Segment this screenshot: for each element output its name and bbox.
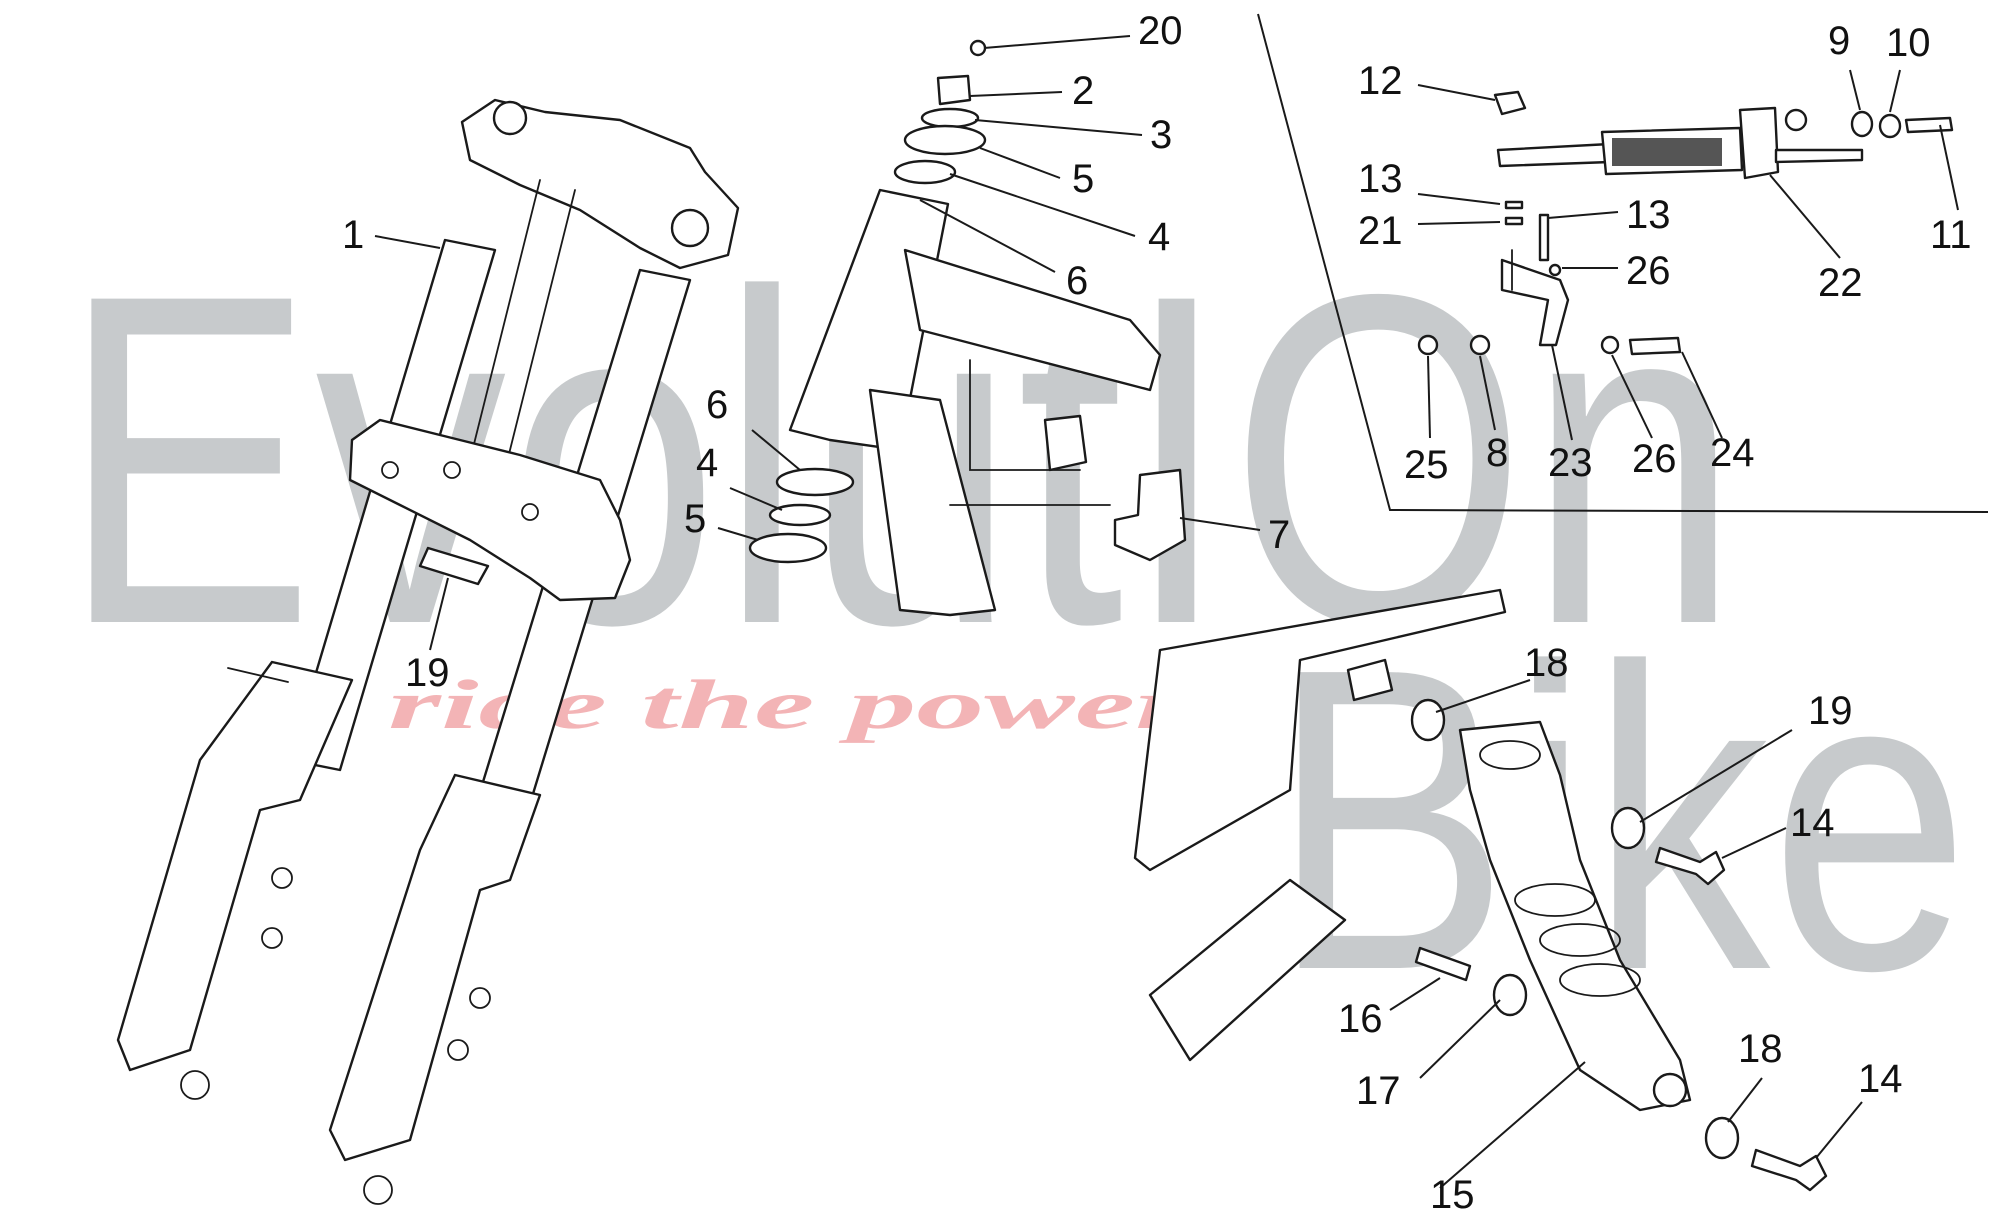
callout-24: 24: [1710, 431, 1755, 475]
washer-9: [1850, 110, 1874, 138]
callout-20: 20: [1138, 9, 1183, 53]
callout-6-bottom: 6: [706, 383, 728, 427]
bolt-14-top: [1654, 846, 1726, 886]
shock-absorber: [1458, 720, 1692, 1112]
spacer-8: [1469, 334, 1491, 356]
steering-nut: [936, 74, 972, 106]
rubber-pad: [418, 546, 490, 586]
callout-13-left: 13: [1358, 157, 1403, 201]
callout-17: 17: [1356, 1069, 1401, 1113]
leader-lines: [374, 35, 1959, 1189]
seal-5-bottom: [748, 532, 828, 564]
bolt-24: [1628, 336, 1682, 356]
screw-20: [969, 39, 987, 57]
callout-5-top: 5: [1072, 157, 1094, 201]
fork-tube-left: [288, 238, 497, 772]
callout-15: 15: [1430, 1173, 1475, 1217]
stud-16: [1414, 946, 1472, 982]
fork-slider-left: [116, 660, 354, 1072]
washer-18-top: [1410, 698, 1446, 742]
callout-22: 22: [1818, 261, 1863, 305]
washer-18-bottom: [1704, 1116, 1740, 1160]
screw-13: [1538, 213, 1550, 262]
callout-4-bottom: 4: [696, 441, 718, 485]
callout-19-fork: 19: [405, 651, 450, 695]
callout-10: 10: [1886, 21, 1931, 65]
callout-8: 8: [1486, 431, 1508, 475]
callout-26-top: 26: [1626, 249, 1671, 293]
pin-13: [1504, 200, 1524, 210]
upper-clamp-cap-right: [670, 208, 710, 248]
callout-6-top: 6: [1066, 259, 1088, 303]
upper-clamp-cap-left: [492, 100, 528, 136]
callout-2: 2: [1072, 69, 1094, 113]
bearing-6-bottom: [775, 467, 855, 497]
damper-bracket-23: [1500, 258, 1570, 347]
callout-5-bottom: 5: [684, 497, 706, 541]
bearing-4-top: [893, 159, 957, 185]
damper-clamp: [1738, 106, 1780, 180]
callout-3: 3: [1150, 113, 1172, 157]
washer-26-top: [1548, 263, 1562, 277]
shock-lower-eye: [1652, 1072, 1688, 1108]
callout-26-bottom: 26: [1632, 437, 1677, 481]
callout-4-top: 4: [1148, 215, 1170, 259]
callout-labels: 1 20 2 3 5 4 6 6 4 5 7 19 12 9 10 11 22 …: [342, 9, 1972, 1217]
callout-14-bottom: 14: [1858, 1057, 1903, 1101]
callout-12: 12: [1358, 59, 1403, 103]
damper-nut-12: [1493, 90, 1527, 116]
callout-16: 16: [1338, 997, 1383, 1041]
front-fork-assembly: [116, 98, 740, 1205]
bolt-11: [1904, 116, 1954, 134]
upper-triple-clamp: [460, 98, 740, 270]
swingarm: [1148, 878, 1347, 1062]
damper-rod: [1496, 142, 1612, 168]
washer-3: [920, 107, 980, 129]
callout-1: 1: [342, 213, 364, 257]
callout-9: 9: [1828, 19, 1850, 63]
callout-18-bottom: 18: [1738, 1027, 1783, 1071]
callout-7: 7: [1268, 513, 1290, 557]
callout-18-top: 18: [1524, 641, 1569, 685]
pin-21: [1504, 216, 1524, 226]
frame-down-tube: [868, 388, 997, 617]
rear-frame-member: [1133, 588, 1507, 872]
callout-25: 25: [1404, 443, 1449, 487]
damper-eye: [1784, 108, 1808, 132]
washer-26-bottom: [1600, 335, 1620, 355]
rear-shock-assembly: [1133, 588, 1828, 1192]
frame-top-tube: [903, 248, 1162, 392]
washer-19: [1610, 806, 1646, 850]
pivot-pin: [1346, 658, 1394, 702]
steering-damper-assembly: [1417, 90, 1954, 356]
fork-slider-right: [328, 773, 542, 1162]
callout-21: 21: [1358, 209, 1403, 253]
callout-23: 23: [1548, 441, 1593, 485]
lower-triple-clamp: [348, 418, 632, 602]
callout-14-top: 14: [1790, 801, 1835, 845]
frame-bracket: [1043, 414, 1088, 472]
damper-end-rod: [1774, 148, 1864, 164]
steering-stop-bracket: [1113, 468, 1187, 562]
nut-25: [1417, 334, 1439, 356]
washer-10: [1878, 113, 1902, 139]
callout-13-right: 13: [1626, 193, 1671, 237]
callout-11: 11: [1930, 213, 1972, 257]
bearing-4-bottom: [768, 503, 832, 527]
seal-5-top: [903, 124, 987, 156]
frame-headstock: [748, 39, 1187, 617]
washer-17: [1492, 973, 1528, 1017]
damper-body-knurl: [1612, 138, 1722, 166]
callout-19-shock: 19: [1808, 689, 1853, 733]
section-divider: [1257, 13, 1989, 513]
bolt-14-bottom: [1750, 1148, 1828, 1192]
